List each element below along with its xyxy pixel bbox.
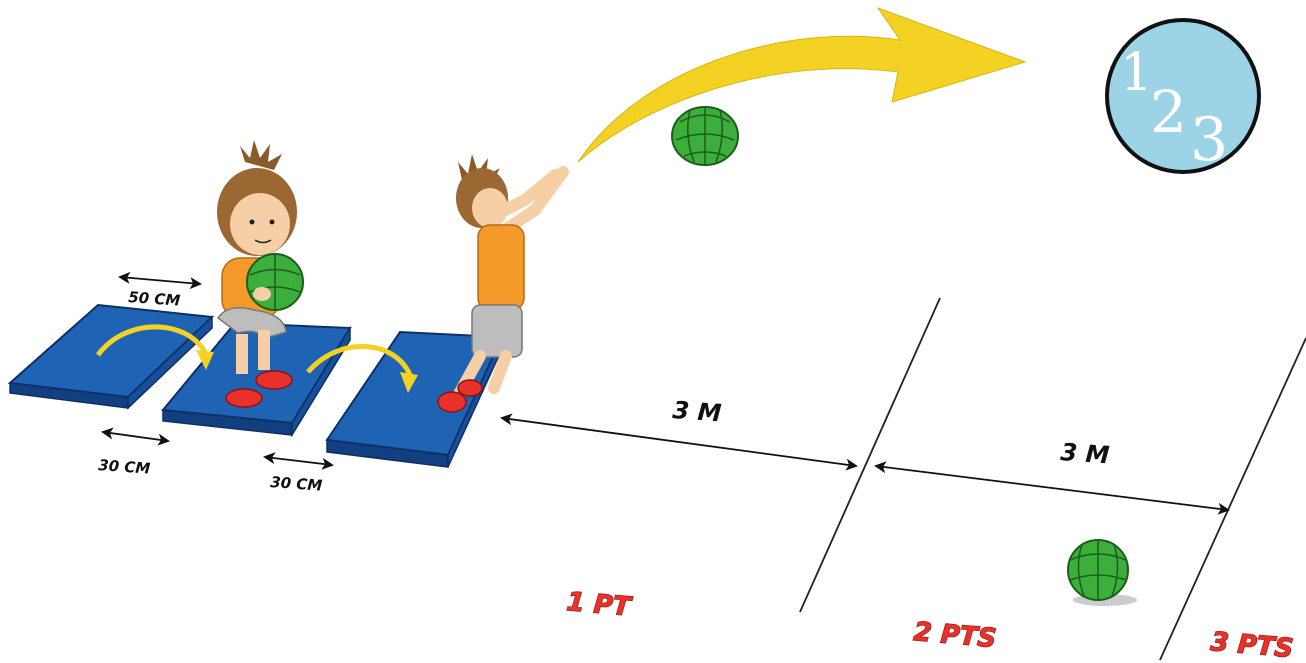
child-squatting-with-ball xyxy=(216,140,304,408)
throw-trajectory-arrow xyxy=(577,6,1027,163)
badge-digit-3: 3 xyxy=(1190,105,1228,175)
medicine-ball-landed xyxy=(1067,539,1137,606)
badge-digit-1: 1 xyxy=(1120,43,1153,103)
hop-arrow-1 xyxy=(95,324,214,370)
hop-arrow-2 xyxy=(306,344,418,393)
badge-digit-2: 2 xyxy=(1150,78,1187,146)
zone1-points-label: 1 PT xyxy=(565,587,634,623)
medicine-ball-airborne xyxy=(671,106,739,166)
dimension-arrow-mat-width xyxy=(118,271,202,290)
dimension-arrow-zone2 xyxy=(874,461,1230,515)
zone-line-2 xyxy=(1159,337,1306,661)
zone2-distance-label: 3 M xyxy=(1060,438,1111,469)
child-throwing xyxy=(437,154,569,413)
zone-line-1 xyxy=(799,297,941,613)
mat-3 xyxy=(325,330,504,468)
dimension-arrow-zone1 xyxy=(500,413,858,471)
zone3-points-label: 3 PTS xyxy=(1209,627,1294,663)
dimension-arrow-gap-right xyxy=(263,452,334,470)
gap-left-label: 30 CM xyxy=(98,456,151,478)
zone1-distance-label: 3 M xyxy=(672,396,723,427)
mat-2 xyxy=(161,321,352,438)
counting-badge: 1 2 3 xyxy=(1105,18,1261,175)
zone2-points-label: 2 PTS xyxy=(912,617,997,654)
dimension-arrow-gap-left xyxy=(101,427,170,446)
mat-width-label: 50 CM xyxy=(128,288,181,310)
gap-right-label: 30 CM xyxy=(270,473,323,495)
